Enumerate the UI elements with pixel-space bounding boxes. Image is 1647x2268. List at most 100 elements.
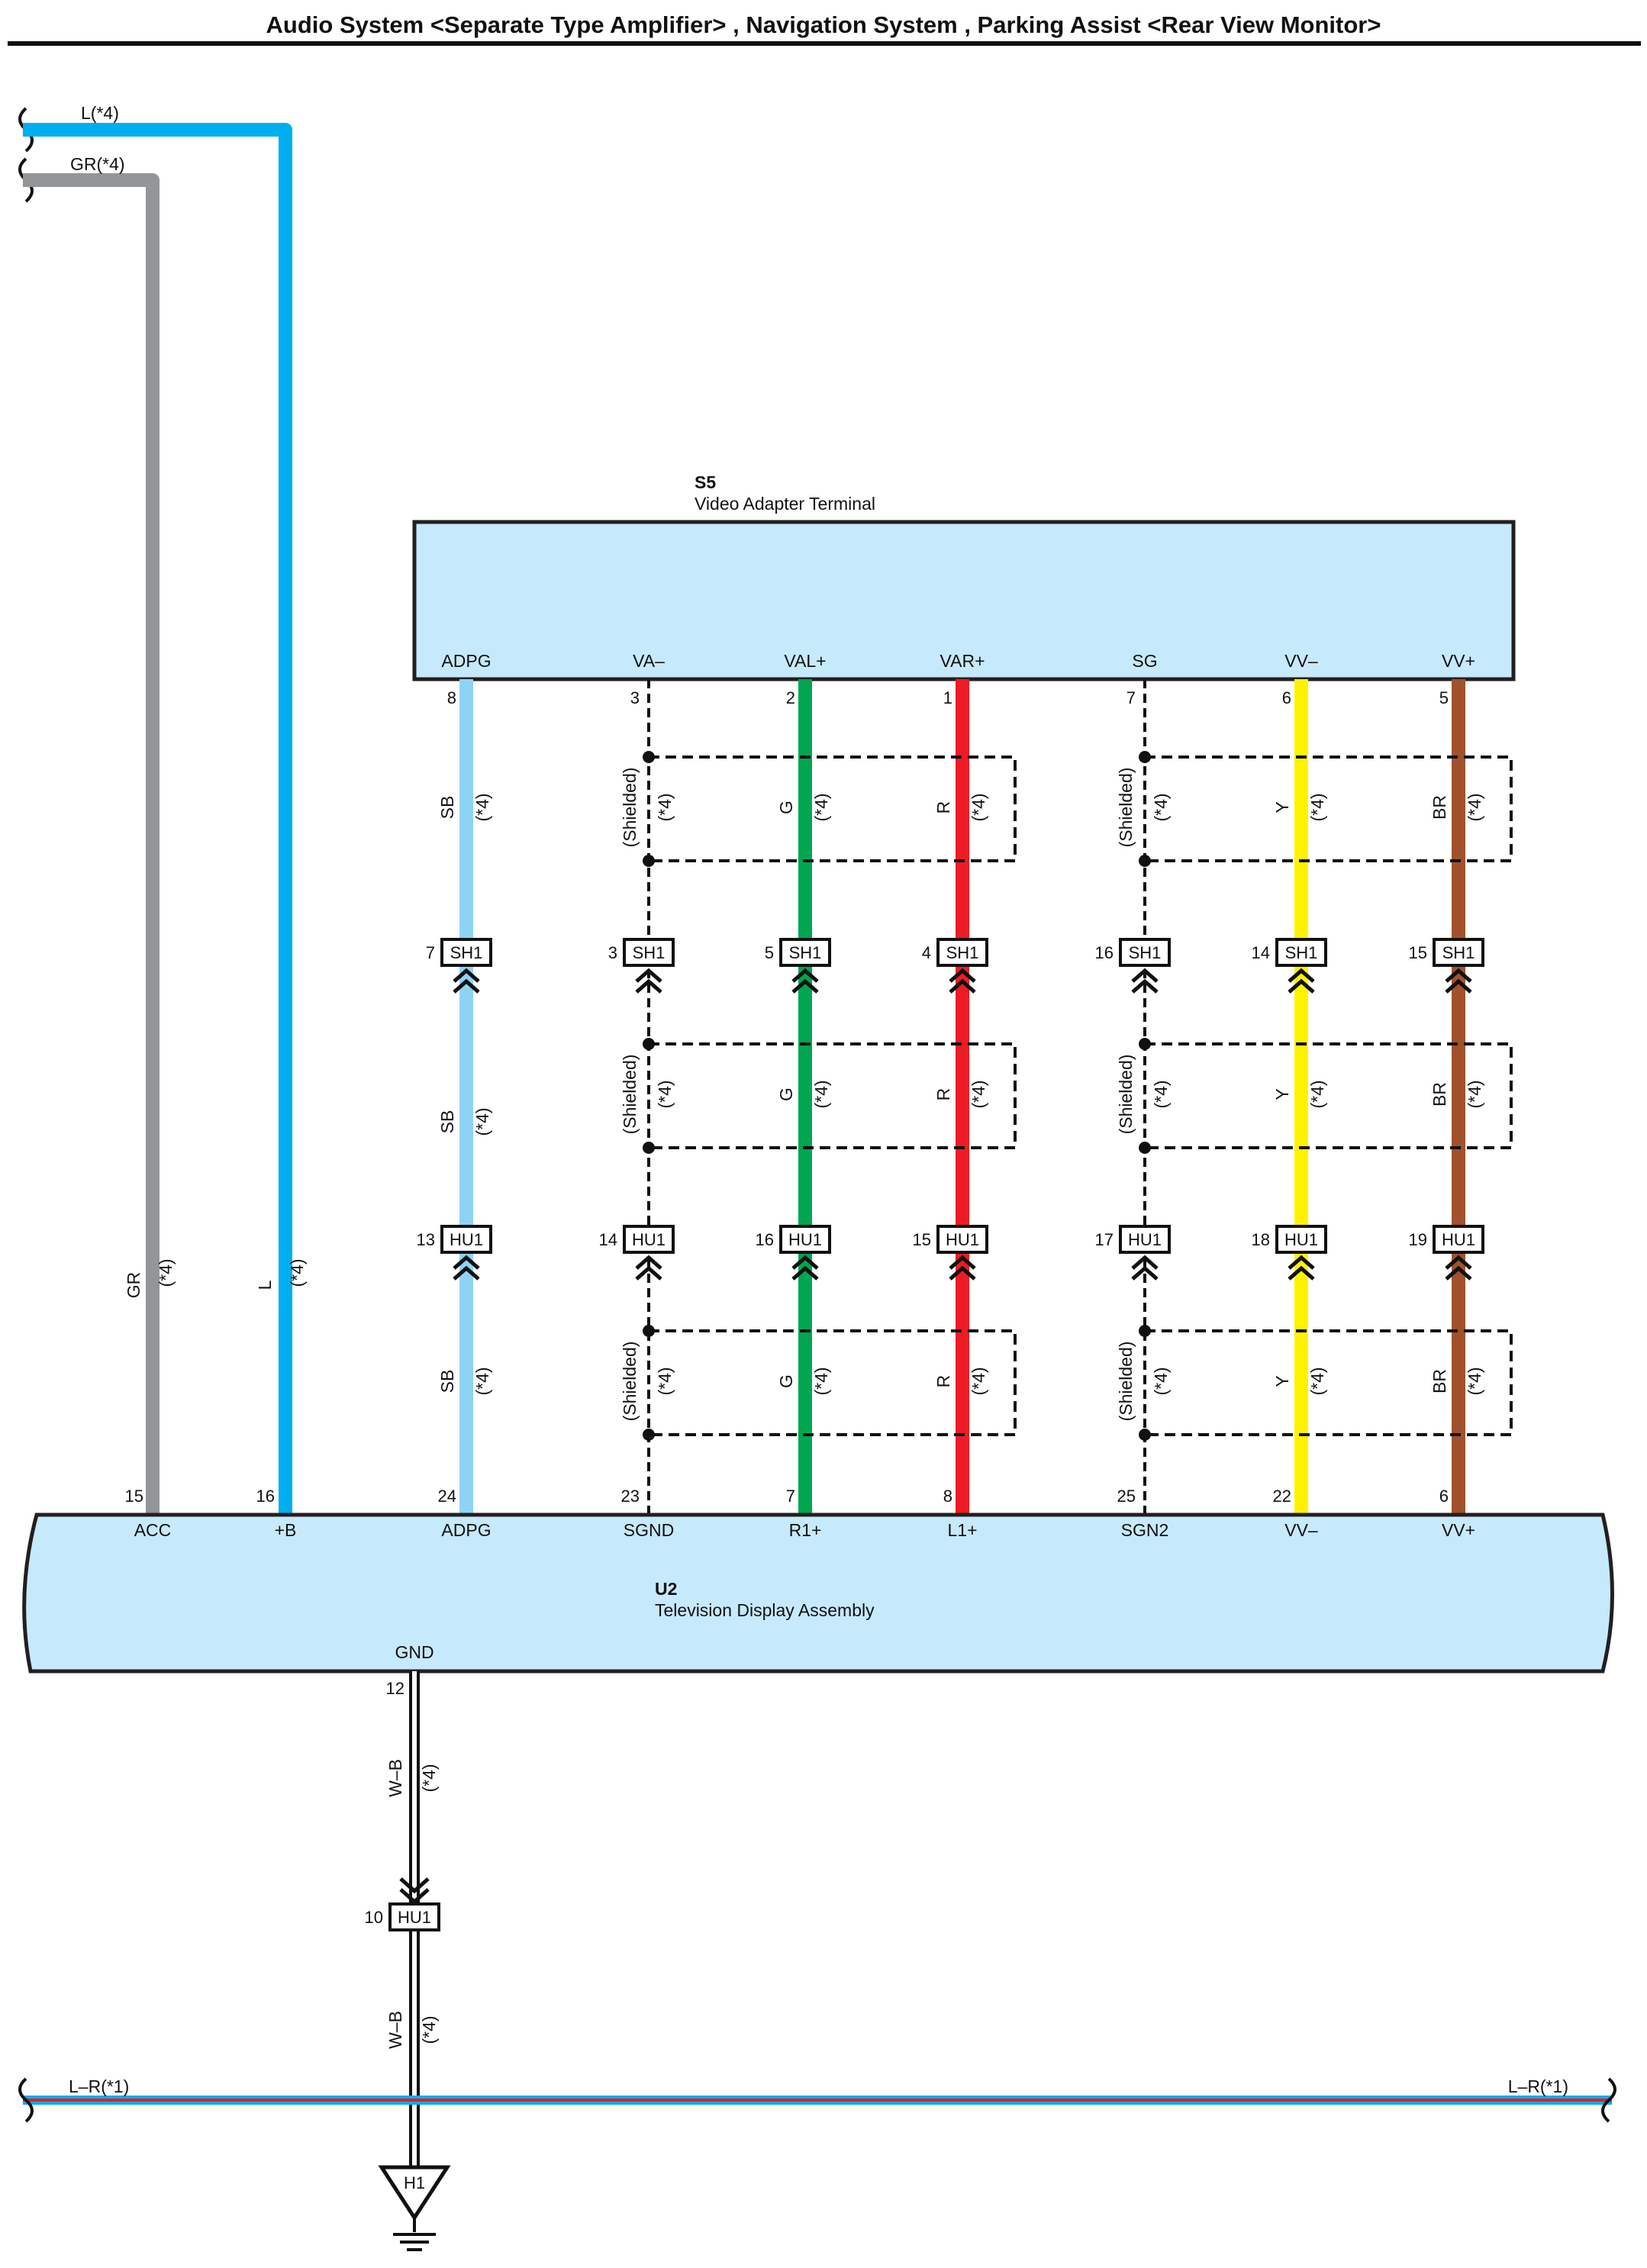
sh1-connector-vvm: SH1 14 (1252, 938, 1327, 994)
u2-terminal-vvm: VV– (1284, 1520, 1318, 1540)
wire-note-val-r1: (*4) (811, 793, 831, 821)
u2-pin-adpg: 24 (438, 1487, 456, 1506)
sh1-pin-val: 5 (765, 943, 774, 962)
s5-pin-va: 3 (630, 688, 640, 707)
wire-label-sg-r2: (Shielded) (1116, 1055, 1136, 1135)
hu1-pin-vvm: 18 (1252, 1230, 1270, 1249)
ground-wire-note-2: (*4) (419, 2015, 439, 2044)
hu1-pin-var: 15 (913, 1230, 931, 1249)
sh1-pin-va: 3 (608, 943, 617, 962)
diagram-title: Audio System <Separate Type Amplifier> ,… (266, 11, 1381, 38)
wire-gr-acc (23, 173, 160, 1515)
sh1-connector-row: SH1 7 SH1 3 SH1 5 SH1 4 SH1 16 (426, 938, 1484, 994)
s5-terminal-val: VAL+ (784, 651, 826, 671)
wire-note-vvp-r1: (*4) (1465, 793, 1484, 821)
hu1-connector-row: HU1 13 HU1 14 HU1 16 HU1 15 HU1 17 (417, 1225, 1484, 1281)
u2-component-name: Television Display Assembly (655, 1600, 875, 1620)
ground-wire-label-2: W–B (385, 2011, 405, 2049)
s5-terminal-adpg: ADPG (441, 651, 491, 671)
hu1-gnd-chevron (399, 1877, 430, 1905)
s5-video-adapter-box (412, 520, 1516, 681)
wire-label-vvm-r1: Y (1272, 801, 1292, 813)
hu1-pin-vvp: 19 (1409, 1230, 1427, 1249)
u2-pin-vvm: 22 (1273, 1487, 1291, 1506)
wire-note-vvp-r2: (*4) (1465, 1080, 1484, 1108)
wire-label-val-r1: G (776, 801, 796, 814)
wire-label-val-r3: G (776, 1374, 796, 1388)
hu1-pin-sg: 17 (1095, 1230, 1114, 1249)
s5-component-name: Video Adapter Terminal (695, 494, 875, 514)
u2-pin-vvp: 6 (1439, 1487, 1449, 1506)
sh1-connector-val: SH1 5 (765, 938, 831, 994)
wire-label-l: L (255, 1280, 275, 1290)
wire-labels-row3: SB (*4) (Shielded) (*4) G (*4) R (*4) (S… (437, 1342, 1484, 1422)
hu1-connector-vvp: HU1 19 (1409, 1225, 1484, 1281)
hu1-gnd-label: HU1 (398, 1908, 431, 1927)
wire-label-sg-r3: (Shielded) (1116, 1342, 1136, 1422)
wire-note-adpg-r3: (*4) (472, 1367, 492, 1395)
wire-note-var-r3: (*4) (969, 1367, 988, 1395)
s5-pin-sg: 7 (1126, 688, 1136, 707)
hu1-label-vvm: HU1 (1284, 1230, 1318, 1249)
top-wire-label-l: L(*4) (81, 103, 119, 123)
u2-terminal-gnd: GND (395, 1642, 434, 1662)
s5-pin-adpg: 8 (447, 688, 456, 707)
shield-junction-dots (643, 751, 1151, 1441)
sh1-label-va: SH1 (633, 943, 666, 962)
top-wire-label-gr: GR(*4) (70, 154, 125, 174)
sh1-label-var: SH1 (946, 943, 979, 962)
s5-pin-vvm: 6 (1282, 688, 1291, 707)
hu1-pin-adpg: 13 (417, 1230, 435, 1249)
wire-label-vvp-r1: BR (1429, 795, 1449, 820)
wire-l-b-plus (23, 123, 292, 1515)
hu1-gnd-connector: HU1 10 (365, 1902, 440, 1931)
hu1-connector-sg: HU1 17 (1095, 1225, 1171, 1281)
u2-pin-b: 16 (256, 1487, 275, 1506)
hu1-connector-val: HU1 16 (756, 1225, 831, 1281)
wire-note-vvm-r1: (*4) (1307, 793, 1327, 821)
sh1-label-vvp: SH1 (1442, 943, 1475, 962)
s5-pin-val: 2 (786, 688, 795, 707)
wire-note-val-r2: (*4) (811, 1080, 831, 1108)
wire-label-gr: GR (124, 1272, 143, 1299)
wire-label-vvm-r2: Y (1272, 1088, 1292, 1100)
sh1-connector-var: SH1 4 (922, 938, 988, 994)
s5-terminal-sg: SG (1132, 651, 1157, 671)
u2-pin-l1: 8 (943, 1487, 952, 1506)
u2-terminal-adpg: ADPG (441, 1520, 491, 1540)
u2-terminals: 15 ACC 16 +B 24 ADPG 23 SGND 7 R1+ 8 L1+… (125, 1487, 1476, 1662)
s5-terminal-vvp: VV+ (1442, 651, 1475, 671)
wire-note-va-r1: (*4) (655, 793, 675, 821)
sh1-label-val: SH1 (789, 943, 822, 962)
u2-terminal-acc: ACC (134, 1520, 172, 1540)
wire-note-vvm-r2: (*4) (1307, 1080, 1327, 1108)
s5-pin-vvp: 5 (1439, 688, 1449, 707)
u2-pin-sgnd: 23 (621, 1487, 640, 1506)
hu1-connector-adpg: HU1 13 (417, 1225, 492, 1281)
wire-label-sg-r1: (Shielded) (1116, 768, 1136, 848)
sh1-label-sg: SH1 (1129, 943, 1162, 962)
wire-label-adpg-r1: SB (437, 796, 457, 820)
hu1-label-val: HU1 (788, 1230, 822, 1249)
s5-component-id: S5 (695, 472, 716, 492)
wire-note-sg-r3: (*4) (1151, 1367, 1171, 1395)
sh1-pin-var: 4 (922, 943, 931, 962)
wire-note-gr: (*4) (156, 1258, 176, 1287)
wire-note-sg-r2: (*4) (1151, 1080, 1171, 1108)
wire-note-vvm-r3: (*4) (1307, 1367, 1327, 1395)
u2-pin-gnd: 12 (386, 1679, 404, 1698)
hu1-label-sg: HU1 (1128, 1230, 1162, 1249)
wire-note-vvp-r3: (*4) (1465, 1367, 1484, 1395)
hu1-connector-va: HU1 14 (599, 1225, 675, 1281)
wire-label-val-r2: G (776, 1087, 796, 1101)
wire-note-adpg-r1: (*4) (472, 793, 492, 821)
wire-note-var-r2: (*4) (969, 1080, 988, 1108)
u2-terminal-vvp: VV+ (1442, 1520, 1475, 1540)
sh1-pin-vvm: 14 (1252, 943, 1270, 962)
wire-label-va-r2: (Shielded) (620, 1055, 640, 1135)
u2-pin-acc: 15 (125, 1487, 143, 1506)
sh1-pin-sg: 16 (1095, 943, 1114, 962)
wire-label-vvp-r2: BR (1429, 1082, 1449, 1107)
wire-label-adpg-r2: SB (437, 1110, 457, 1134)
